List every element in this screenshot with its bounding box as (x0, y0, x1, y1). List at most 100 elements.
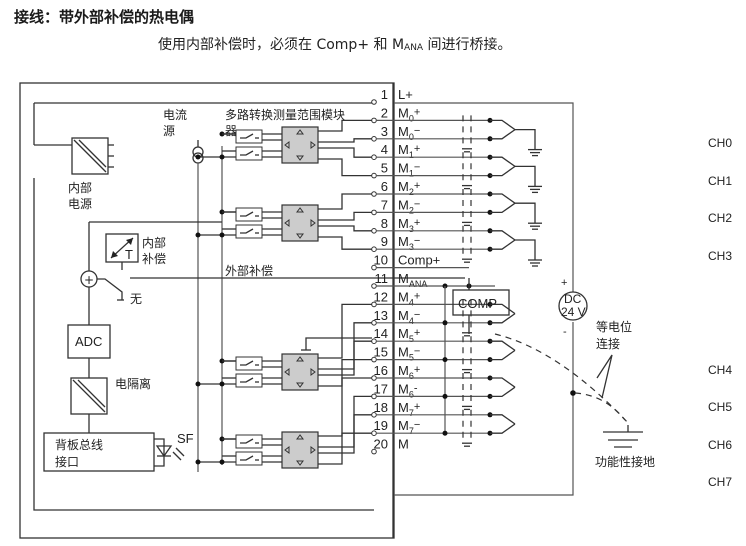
terminal-number: 14 (374, 326, 388, 341)
terminal-number: 1 (381, 87, 388, 102)
switch-contact (240, 377, 254, 383)
equipotential-dashed-line-2 (574, 392, 626, 421)
external-comp-label: 外部补偿 (225, 263, 273, 278)
channel-label-ch7: CH7 (708, 475, 732, 489)
temperature-sensor-icon (105, 233, 139, 263)
arrow-left-icon (284, 219, 290, 227)
terminal-1: 1 L+ (371, 87, 413, 105)
mux-output-wire (318, 432, 372, 465)
functional-ground-label: 功能性接地 (595, 454, 655, 469)
thermocouple-icon-b (490, 386, 516, 398)
terminal-label: M4+ (398, 289, 420, 307)
terminal-connector-icon (371, 448, 377, 455)
switch-contact (240, 360, 254, 366)
bridge-note-sub: ANA (404, 43, 424, 53)
equipotential-dashed-line (494, 333, 631, 426)
tc-ground-wire (515, 239, 536, 260)
terminal-connector-icon (371, 301, 377, 308)
mux-output-wire (318, 147, 372, 158)
mana-bus-junction (442, 393, 448, 399)
terminal-number: 9 (381, 234, 388, 249)
terminal-connector-icon (371, 209, 377, 216)
bus-junction (219, 232, 225, 238)
mux-output-wire (318, 377, 372, 437)
terminal-connector-icon (371, 375, 377, 381)
arrow-down-icon (296, 155, 304, 161)
terminal-label: M5+ (398, 326, 420, 344)
switch-contact (240, 228, 254, 234)
functional-ground-icon (603, 425, 643, 448)
comp-label: COMP (458, 296, 497, 311)
thermocouple-ch4 (376, 299, 516, 337)
multiplexer-block-3 (195, 377, 372, 469)
module-outer-frame (19, 82, 395, 539)
mana-bus-junction (442, 320, 448, 326)
dc-label: DC (564, 292, 582, 306)
internal-power-label-2: 电源 (68, 197, 92, 211)
comp-box (452, 289, 510, 316)
terminal-label: M6- (398, 381, 418, 399)
mux-output-wire (318, 193, 372, 210)
arrow-right-icon (310, 219, 316, 227)
thermocouple-icon-b (490, 313, 516, 324)
thermocouple-icon (490, 156, 516, 167)
temp-symbol: T (125, 247, 133, 262)
m-rail-junction (570, 390, 576, 396)
terminal-12: 12 M4+ (371, 289, 420, 308)
multiplexer-box (281, 204, 319, 242)
mux-output-wire (318, 225, 372, 232)
terminal-connector-icon (371, 430, 377, 437)
internal-comp-label-2: 补偿 (142, 251, 166, 266)
terminal-label: M (398, 437, 409, 452)
mana-bus-junction (442, 430, 448, 436)
terminal-label: M3− (398, 234, 420, 252)
inner-frame-left-bottom (33, 178, 374, 511)
terminal-number: 5 (381, 161, 388, 176)
mux-output-wire (318, 414, 372, 454)
terminal-label: M7− (398, 418, 420, 436)
mux-output-wire (318, 322, 372, 370)
switch-contact (240, 133, 254, 139)
mana-internal-wire (305, 337, 372, 350)
terminal-label: M0− (398, 124, 420, 142)
arrow-left-icon (284, 141, 290, 149)
terminal-number: 2 (381, 105, 388, 120)
thermocouple-icon-b (490, 423, 516, 434)
page-title: 接线：带外部补偿的热电偶 (14, 8, 195, 26)
thermocouple-icon (490, 377, 516, 388)
dc-minus: - (563, 326, 567, 338)
terminal-number: 12 (374, 289, 388, 304)
bus-junction (195, 232, 201, 238)
internal-power-label-1: 内部 (68, 180, 92, 195)
dc-plus: + (561, 277, 567, 289)
terminal-connector-icon (371, 320, 377, 326)
terminal-connector-icon (371, 172, 377, 179)
terminal-label: L+ (398, 87, 413, 102)
terminal-14: 14 M5+ (371, 326, 420, 344)
bus-junction (195, 381, 201, 387)
backplane-label-1: 背板总线 (55, 438, 103, 452)
terminal-number: 17 (374, 381, 388, 396)
terminal-label: M6+ (398, 363, 420, 381)
arrow-left-icon (284, 446, 290, 454)
mux-output-wire (318, 340, 372, 376)
terminal-number: 4 (381, 142, 388, 157)
terminal-label: M1− (398, 161, 420, 179)
switch-contact (240, 438, 254, 444)
terminal-connector-icon (371, 228, 377, 234)
terminal-label: M1+ (398, 142, 420, 160)
sf-label: SF (177, 431, 194, 446)
internal-comp-label-1: 内部 (142, 235, 166, 250)
bus-junction (219, 381, 225, 387)
channel-label-ch2: CH2 (708, 211, 732, 225)
backplane-interface-box (43, 432, 155, 472)
terminal-number: 16 (374, 363, 388, 378)
equipotential-label-2: 连接 (596, 336, 620, 351)
terminal-connector-icon (371, 412, 377, 418)
thermocouple-icon-b (490, 239, 516, 250)
equipotential-label-1: 等电位 (596, 319, 632, 334)
channel-label-ch5: CH5 (708, 400, 732, 414)
terminal-connector-icon (371, 99, 377, 105)
